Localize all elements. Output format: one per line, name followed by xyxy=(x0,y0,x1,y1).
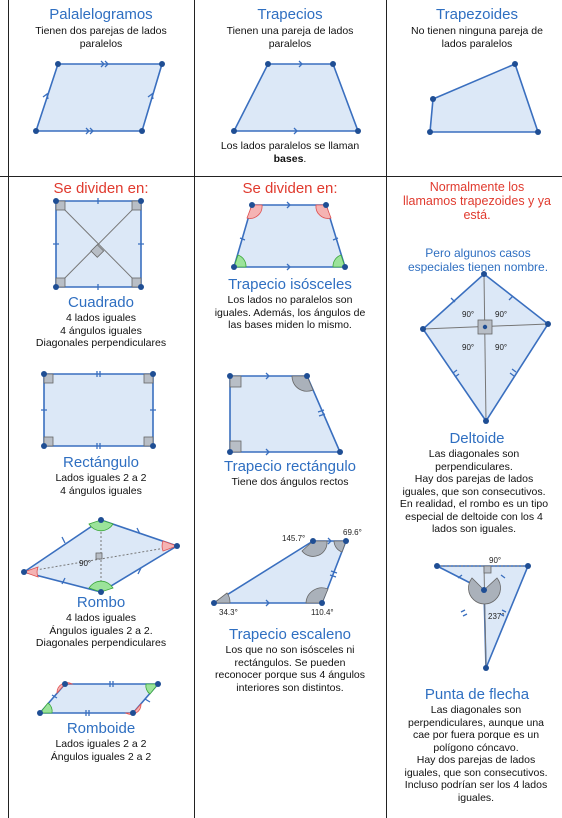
deltoide-figure: 90° 90° 90° 90° xyxy=(420,271,551,424)
deltoide-angle-label: 90° xyxy=(462,310,474,319)
angle-label-696: 69.6° xyxy=(343,528,362,537)
col2-heading: Se dividen en: xyxy=(242,180,338,197)
col1-heading: Se dividen en: xyxy=(53,180,149,197)
cuadrado-figure xyxy=(53,198,144,290)
punta-flecha-desc: Las diagonales son perpendiculares, aunq… xyxy=(404,704,548,804)
rombo-desc: 4 lados iguales Ángulos iguales 2 a 2. D… xyxy=(35,612,167,649)
deltoide-angle-label: 90° xyxy=(495,343,507,352)
cuadrado-desc: 4 lados iguales 4 ángulos iguales Diagon… xyxy=(35,312,167,349)
deltoide-desc: Las diagonales son perpendiculares. Hay … xyxy=(399,448,549,535)
rombo-figure: 90° xyxy=(21,517,180,595)
trapecio-rectangulo-figure xyxy=(227,372,343,456)
rectangulo-title: Rectángulo xyxy=(63,454,139,471)
punta-flecha-title: Punta de flecha xyxy=(424,686,530,703)
rombo-title: Rombo xyxy=(76,594,126,611)
trapezoide-cell: Trapezoides No tienen ninguna pareja de … xyxy=(387,0,562,176)
deltoide-angle-label: 90° xyxy=(462,343,474,352)
trapezoide-figure xyxy=(427,61,541,135)
deltoide-title: Deltoide xyxy=(449,430,505,447)
trapezoide-desc: No tienen ninguna pareja de lados parale… xyxy=(411,25,543,50)
trapecio-isosceles-title: Trapecio isósceles xyxy=(228,276,352,293)
parallelogram-title: Palalelogramos xyxy=(49,6,153,23)
rectangulo-figure xyxy=(41,371,156,449)
trapezoid-figure xyxy=(231,60,361,135)
flecha-angle-label: 237° xyxy=(488,612,505,621)
grid-line xyxy=(0,176,562,177)
trapezoide-title: Trapezoides xyxy=(436,6,518,23)
bases-note: Los lados paralelos se llaman bases. xyxy=(220,140,360,165)
trapecio-rectangulo-desc: Tiene dos ángulos rectos xyxy=(231,476,349,488)
angle-label-343: 34.3° xyxy=(219,608,238,617)
trapecio-escaleno-title: Trapecio escaleno xyxy=(228,626,351,643)
flecha-angle-label: 90° xyxy=(489,556,501,565)
parallelogram-figure xyxy=(33,60,165,135)
grid-line xyxy=(194,0,195,818)
col3-cell: Normalmente los llamamos trapezoides y y… xyxy=(387,177,562,818)
rectangulo-desc: Lados iguales 2 a 2 4 ángulos iguales xyxy=(55,472,147,497)
trapecio-rectangulo-title: Trapecio rectángulo xyxy=(223,458,357,475)
romboide-desc: Lados iguales 2 a 2 Ángulos iguales 2 a … xyxy=(50,738,152,763)
romboide-figure xyxy=(37,681,161,716)
angle-label-1457: 145.7° xyxy=(282,534,305,543)
trapecio-escaleno-desc: Los que no son isósceles ni rectángulos.… xyxy=(214,644,365,694)
trapecio-escaleno-figure: 145.7° 69.6° 34.3° 110.4° xyxy=(211,528,362,617)
romboide-title: Romboide xyxy=(66,720,136,737)
cuadrado-title: Cuadrado xyxy=(68,294,134,311)
parallelogram-desc: Tienen dos parejas de lados paralelos xyxy=(35,25,167,50)
trapezoid-title: Trapecios xyxy=(257,6,323,23)
angle-label-1104: 110.4° xyxy=(311,608,334,617)
trapezoid-desc: Tienen una pareja de lados paralelos xyxy=(226,25,354,50)
rombo-angle-label: 90° xyxy=(79,559,91,568)
trapecio-isosceles-desc: Los lados no paralelos son iguales. Adem… xyxy=(214,294,366,331)
punta-flecha-figure: 90° 237° xyxy=(434,556,531,671)
grid-line xyxy=(8,0,9,818)
grid-line xyxy=(386,0,387,818)
col3-heading: Normalmente los llamamos trapezoides y y… xyxy=(403,180,551,222)
col3-subheading: Pero algunos casos especiales tienen nom… xyxy=(407,246,549,274)
deltoide-angle-label: 90° xyxy=(495,310,507,319)
trapecio-isosceles-figure xyxy=(231,201,348,271)
